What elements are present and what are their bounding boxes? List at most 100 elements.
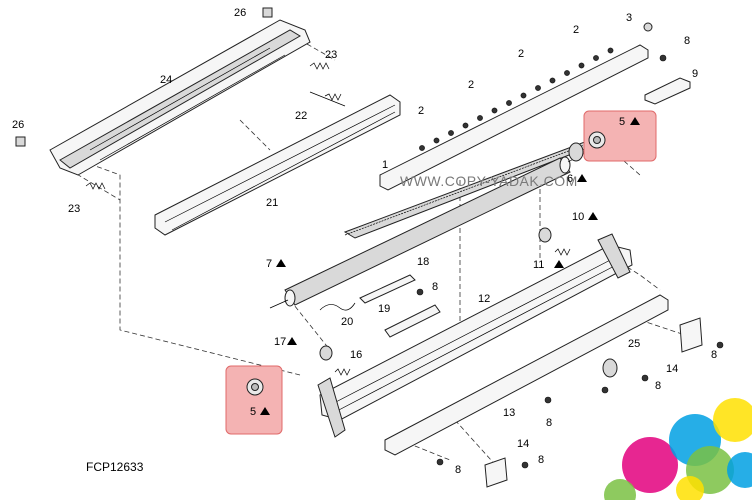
part-11-spring	[554, 248, 571, 256]
swatch-circle	[604, 479, 636, 500]
screw-head	[593, 55, 599, 61]
part-21-guide-plate	[154, 94, 401, 236]
part-17-holder	[319, 345, 333, 361]
callout-18: 18	[417, 256, 429, 268]
triangle-icon	[287, 337, 297, 345]
callout-19: 19	[378, 303, 390, 315]
swatch-circle	[622, 437, 678, 493]
callout-1: 1	[382, 159, 388, 171]
part-7-roller	[269, 149, 591, 309]
screw-head	[520, 92, 527, 99]
screw-head	[716, 341, 724, 349]
screw-head	[416, 288, 424, 296]
screw-head	[521, 461, 529, 469]
screw-head	[462, 122, 469, 129]
screw-head	[549, 77, 556, 84]
screw-head	[448, 130, 454, 136]
screw-head	[419, 145, 425, 151]
part-25-gear	[602, 358, 618, 378]
part-12-lower-frame	[317, 233, 633, 438]
callout-22: 22	[295, 110, 307, 122]
swatch-circle	[713, 398, 752, 442]
callout-5-top: 5	[619, 116, 625, 128]
part-9-bracket	[644, 77, 691, 105]
callout-2-b: 2	[518, 48, 524, 60]
callout-2-d: 2	[418, 105, 424, 117]
callout-17: 17	[274, 336, 286, 348]
part-14-bracket	[484, 317, 703, 488]
part-8-screws	[416, 54, 724, 469]
color-swatch-logo	[604, 398, 752, 500]
triangle-icon	[577, 174, 587, 182]
screw-head	[601, 386, 609, 394]
callout-8-top: 8	[684, 35, 690, 47]
callout-5-bottom: 5	[250, 406, 256, 418]
callout-14-bottom: 14	[517, 438, 529, 450]
triangle-icon	[588, 212, 598, 220]
callout-7: 7	[266, 258, 272, 270]
screw-head	[535, 85, 541, 91]
callout-8-mid: 8	[432, 281, 438, 293]
part-5-bearing-highlight-bottom	[225, 365, 283, 435]
part-16-spring	[334, 368, 351, 376]
part-13-base-plate	[384, 294, 669, 456]
screw-head	[477, 115, 483, 121]
callout-20: 20	[341, 316, 353, 328]
callout-24: 24	[160, 74, 172, 86]
screw-head	[506, 100, 512, 106]
callout-13: 13	[503, 407, 515, 419]
swatch-circle	[676, 476, 704, 500]
callout-21: 21	[266, 197, 278, 209]
callout-8-bottom: 8	[455, 464, 461, 476]
callout-2-c: 2	[468, 79, 474, 91]
screw-head	[433, 137, 440, 144]
part-6-gear	[568, 142, 584, 162]
callout-8-low: 8	[546, 417, 552, 429]
callout-8-right: 8	[711, 349, 717, 361]
part-24-upper-guide-rail	[49, 19, 311, 176]
callout-6: 6	[567, 173, 573, 185]
callout-26-left: 26	[12, 119, 24, 131]
triangle-icon	[554, 260, 564, 268]
callout-2-a: 2	[573, 24, 579, 36]
part-22-pin	[309, 91, 346, 107]
callout-11: 11	[533, 259, 544, 271]
callout-labels: 26 23 24 22 26 23 21 1 3 8 9 2 2 2 2 5 6…	[12, 7, 717, 476]
screw-head	[607, 47, 614, 54]
screw-head	[564, 70, 570, 76]
screw-head	[578, 62, 585, 69]
swatch-circle	[727, 452, 752, 488]
part-10-holder	[538, 227, 552, 243]
callout-14-right: 14	[666, 363, 678, 375]
triangle-icon	[630, 117, 640, 125]
part-20-spring-wire	[319, 302, 356, 311]
callout-3: 3	[626, 12, 632, 24]
screw-head	[659, 54, 667, 62]
callout-8-right-b: 8	[655, 380, 661, 392]
callout-26-top: 26	[234, 7, 246, 19]
figure-code: FCP12633	[86, 460, 144, 474]
watermark-text: WWW.COPY-YADAK.COM	[400, 173, 578, 189]
callout-25: 25	[628, 338, 640, 350]
callout-23-top: 23	[325, 49, 337, 61]
part-2-screws	[419, 47, 614, 151]
part-18-holder	[359, 274, 416, 304]
screw-head	[641, 374, 649, 382]
part-19-holder-plate	[384, 304, 441, 338]
callout-9: 9	[692, 68, 698, 80]
screw-head	[544, 396, 552, 404]
part-3-screw	[643, 22, 653, 32]
screw-head	[491, 107, 498, 114]
part-26-clip	[15, 7, 273, 147]
triangle-markers	[260, 117, 640, 415]
callout-23-bottom: 23	[68, 203, 80, 215]
callout-16: 16	[350, 349, 362, 361]
callout-10: 10	[572, 211, 584, 223]
triangle-icon	[276, 259, 286, 267]
callout-8-bottom-b: 8	[538, 454, 544, 466]
triangle-icon	[260, 407, 270, 415]
part-23-spring	[85, 62, 330, 190]
screw-head	[436, 458, 444, 466]
callout-12: 12	[478, 293, 490, 305]
